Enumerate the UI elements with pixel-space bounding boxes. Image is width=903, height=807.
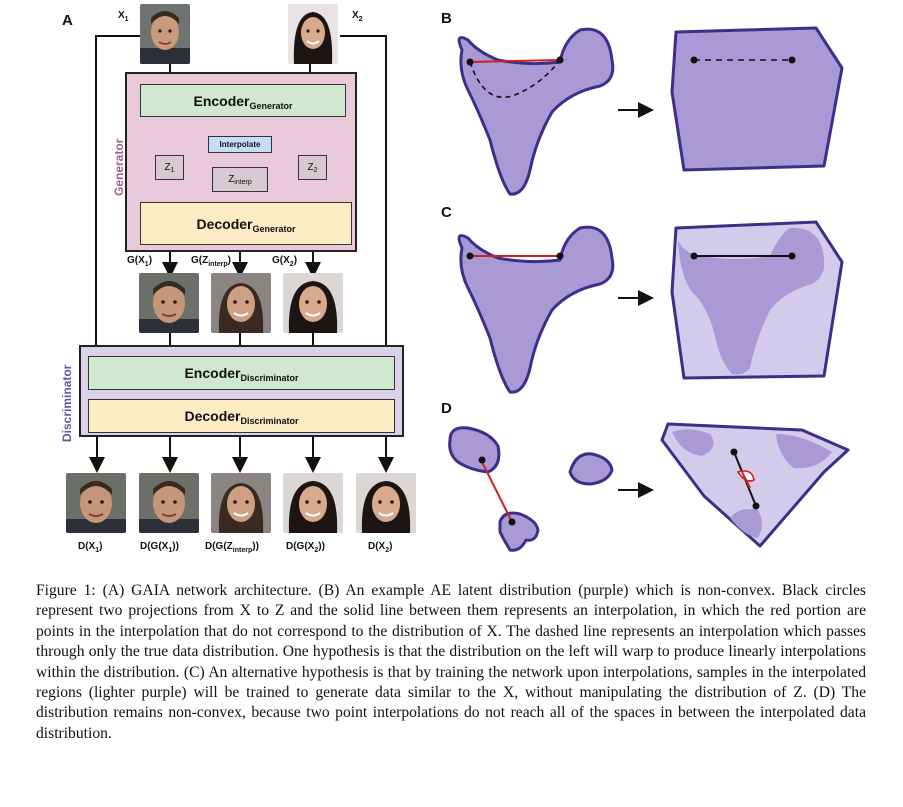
disc-output-label-1: D(X1): [78, 541, 103, 554]
disc-output-face-4: [283, 473, 343, 533]
disc-output-face-5: [356, 473, 416, 533]
panel-d-blobs: [448, 426, 614, 552]
gen-output-label-1: G(X1): [127, 255, 153, 268]
panel-c-letter: C: [441, 204, 452, 221]
panel-a-letter: A: [62, 12, 73, 29]
disc-output-label-5: D(X2): [368, 541, 393, 554]
gen-output-label-3: G(X2): [272, 255, 298, 268]
panel-b-blob: [457, 27, 615, 196]
gen-output-face-1: [139, 273, 199, 333]
panel-d-letter: D: [441, 400, 452, 417]
gen-output-face-3: [283, 273, 343, 333]
disc-output-face-1: [66, 473, 126, 533]
panel-c-convex: [670, 220, 844, 380]
figure-caption-text: Figure 1: (A) GAIA network architecture.…: [36, 582, 866, 742]
gen-output-label-2: G(Zinterp): [191, 255, 232, 268]
disc-output-label-4: D(G(X2)): [286, 541, 325, 554]
disc-output-face-2: [139, 473, 199, 533]
gen-output-face-2: [211, 273, 271, 333]
disc-output-face-3: [211, 473, 271, 533]
input-label-x2: X2: [352, 10, 363, 23]
input-label-x1: X1: [118, 10, 129, 23]
discriminator-label: Discriminator: [60, 364, 74, 442]
interpolate-box: Interpolate: [208, 136, 272, 153]
input-face-x1: [140, 4, 190, 64]
panel-c-blob: [457, 225, 615, 394]
panel-b-convex: [670, 26, 844, 172]
figure-caption: Figure 1: (A) GAIA network architecture.…: [36, 581, 866, 744]
input-face-x2: [288, 4, 338, 64]
disc-output-label-3: D(G(Zinterp)): [205, 541, 259, 554]
disc-output-label-2: D(G(X1)): [140, 541, 179, 554]
panel-d-convex: [660, 422, 850, 548]
generator-label: Generator: [112, 138, 126, 196]
panel-b-letter: B: [441, 10, 452, 27]
panel-bcd-diagrams: [448, 26, 850, 552]
